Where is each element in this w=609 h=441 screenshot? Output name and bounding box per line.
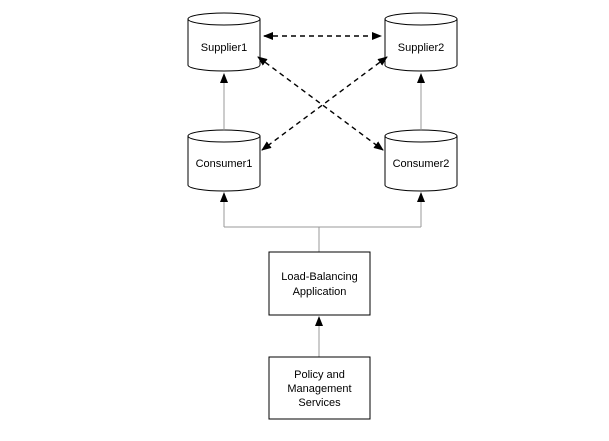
- load-balancer-label-line-1: Load-Balancing: [281, 271, 357, 283]
- supplier1-label: Supplier1: [201, 42, 247, 54]
- supplier2-label: Supplier2: [398, 42, 444, 54]
- consumer1-label: Consumer1: [196, 158, 253, 170]
- policy-management-services-box: Policy and Management Services: [268, 356, 371, 420]
- supplier2-consumer1-replication-arrow: [261, 56, 388, 151]
- policy-label-line-3: Services: [298, 397, 341, 409]
- consumer2-database: Consumer2: [384, 129, 458, 192]
- supplier1-consumer2-replication-arrow: [257, 56, 384, 151]
- supplier1-database: Supplier1: [187, 12, 261, 72]
- policy-label-line-1: Policy and: [294, 369, 345, 381]
- load-balancing-application-box: Load-Balancing Application: [268, 251, 371, 316]
- load-balancer-label-line-2: Application: [293, 286, 347, 298]
- policy-label-line-2: Management: [287, 383, 351, 395]
- supplier2-database: Supplier2: [384, 12, 458, 72]
- consumer2-label: Consumer2: [393, 158, 450, 170]
- consumer1-database: Consumer1: [187, 129, 261, 192]
